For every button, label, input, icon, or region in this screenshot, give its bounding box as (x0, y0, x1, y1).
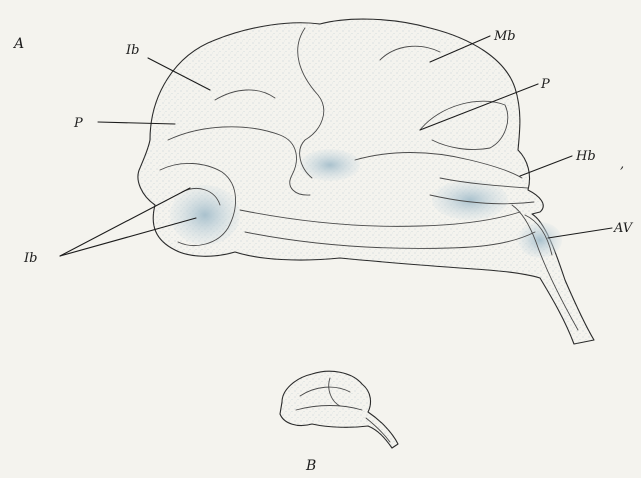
shade-region-4 (300, 149, 360, 181)
shade-region-1 (432, 180, 508, 220)
callout-mb: Mb (493, 29, 516, 44)
shade-region-2 (170, 185, 240, 245)
callout-lb: Ib (23, 251, 37, 266)
callout-av: AV (613, 221, 634, 236)
callout-hb: Hb (575, 149, 596, 164)
brain-b (280, 371, 398, 448)
brain-a-stipple (138, 19, 594, 344)
callout-ib: Ib (125, 43, 139, 58)
callout-p-right: P (540, 77, 550, 92)
brain-a (138, 19, 594, 344)
panel-b-label: B (305, 458, 316, 474)
callout-p-left: P (73, 116, 83, 131)
stray-comma: , (620, 157, 624, 172)
panel-a-label: A (12, 36, 24, 52)
